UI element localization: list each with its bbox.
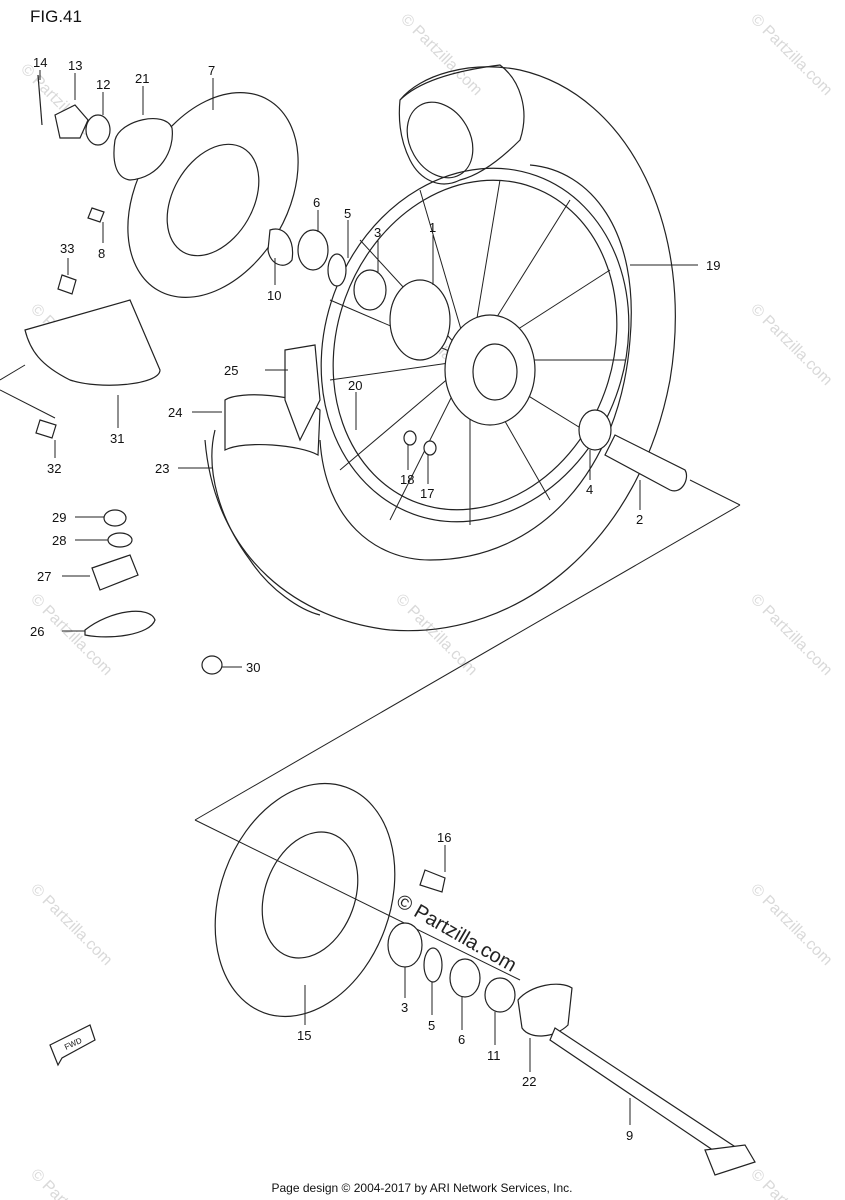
callout-17: 17 bbox=[420, 486, 434, 501]
callout-24: 24 bbox=[168, 405, 182, 420]
oil-seal bbox=[297, 229, 329, 271]
page-footer: Page design © 2004-2017 by ARI Network S… bbox=[271, 1181, 572, 1195]
watermark: © Partzilla.com bbox=[27, 881, 115, 969]
callout-10: 10 bbox=[267, 288, 281, 303]
callout-27: 27 bbox=[37, 569, 51, 584]
watermark: © Partzilla.com bbox=[747, 1166, 835, 1200]
callout-25: 25 bbox=[224, 363, 238, 378]
sprocket bbox=[214, 782, 396, 1018]
callout-19: 19 bbox=[706, 258, 720, 273]
plane-lines bbox=[0, 364, 741, 981]
bolt bbox=[57, 274, 77, 295]
callout-5b: 5 bbox=[428, 1018, 435, 1033]
watermark: © Partzilla.com bbox=[747, 591, 835, 679]
lower-assembly bbox=[214, 782, 756, 1176]
spacer bbox=[267, 228, 294, 266]
callout-5a: 5 bbox=[344, 206, 351, 221]
callout-6a: 6 bbox=[313, 195, 320, 210]
wheel-assembly bbox=[204, 64, 676, 632]
callout-23: 23 bbox=[155, 461, 169, 476]
callout-31: 31 bbox=[110, 431, 124, 446]
bolt bbox=[87, 207, 105, 223]
callout-8: 8 bbox=[98, 246, 105, 261]
rim-lock bbox=[91, 554, 139, 591]
callout-33: 33 bbox=[60, 241, 74, 256]
axle-head bbox=[704, 1144, 756, 1176]
spoke-nipple bbox=[403, 430, 417, 446]
bearing bbox=[578, 409, 612, 451]
spoke-nipple bbox=[423, 440, 437, 456]
tube-valve bbox=[84, 610, 156, 638]
valve-cap bbox=[201, 655, 223, 675]
bearing bbox=[387, 922, 423, 968]
bearing bbox=[353, 269, 387, 311]
callout-12: 12 bbox=[96, 77, 110, 92]
watermark: © Partzilla.com bbox=[747, 301, 835, 389]
callout-26: 26 bbox=[30, 624, 44, 639]
callout-22: 22 bbox=[522, 1074, 536, 1089]
fwd-arrow: FWD bbox=[49, 1024, 96, 1067]
watermark: © Partzilla.com bbox=[747, 11, 835, 99]
callout-18: 18 bbox=[400, 472, 414, 487]
callout-3a: 3 bbox=[374, 225, 381, 240]
watermark: © Partzilla.com bbox=[747, 881, 835, 969]
callout-7: 7 bbox=[208, 63, 215, 78]
callout-4: 4 bbox=[586, 482, 593, 497]
collar bbox=[113, 118, 173, 181]
callout-30: 30 bbox=[246, 660, 260, 675]
sprocket-bolt bbox=[419, 869, 446, 893]
circlip bbox=[423, 947, 443, 983]
callout-6b: 6 bbox=[458, 1032, 465, 1047]
oil-seal bbox=[449, 958, 481, 998]
callout-2: 2 bbox=[636, 512, 643, 527]
bolt bbox=[35, 419, 57, 439]
callout-9: 9 bbox=[626, 1128, 633, 1143]
chain-adjuster bbox=[517, 983, 573, 1037]
callout-28: 28 bbox=[52, 533, 66, 548]
leader-lines bbox=[39, 70, 698, 1125]
watermark: © Partzilla.com bbox=[27, 1166, 115, 1200]
upper-small-parts bbox=[24, 74, 688, 675]
callout-15: 15 bbox=[297, 1028, 311, 1043]
nut bbox=[103, 509, 127, 527]
nut bbox=[54, 104, 89, 139]
callout-1: 1 bbox=[429, 220, 436, 235]
callout-29: 29 bbox=[52, 510, 66, 525]
callout-13: 13 bbox=[68, 58, 82, 73]
callout-14: 14 bbox=[33, 55, 47, 70]
watermark: © Partzilla.com bbox=[397, 11, 485, 99]
spacer bbox=[484, 977, 516, 1013]
washer bbox=[85, 114, 111, 146]
spacer bbox=[604, 434, 688, 492]
callout-21: 21 bbox=[135, 71, 149, 86]
axle bbox=[549, 1027, 741, 1166]
callout-11: 11 bbox=[487, 1048, 501, 1063]
washer bbox=[107, 532, 133, 548]
figure-title: FIG.41 bbox=[30, 7, 82, 26]
brake-disc-guard bbox=[24, 299, 161, 386]
callout-labels: 14 13 12 21 7 8 33 6 5 3 1 10 19 25 20 2… bbox=[30, 55, 720, 1143]
cotter-pin bbox=[37, 74, 43, 126]
callout-20: 20 bbox=[348, 378, 362, 393]
callout-32: 32 bbox=[47, 461, 61, 476]
watermarks: © Partzilla.com © Partzilla.com © Partzi… bbox=[17, 11, 835, 1200]
tire-outline bbox=[204, 66, 676, 632]
callout-3b: 3 bbox=[401, 1000, 408, 1015]
tire-tread bbox=[398, 64, 525, 185]
rim bbox=[320, 167, 630, 523]
watermark: © Partzilla.com bbox=[392, 591, 480, 679]
callout-16: 16 bbox=[437, 830, 451, 845]
circlip bbox=[327, 253, 347, 287]
